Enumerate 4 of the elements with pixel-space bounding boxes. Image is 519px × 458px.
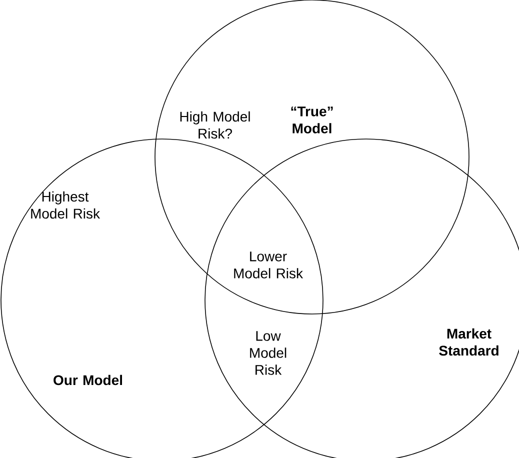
region-label: Lower Model Risk [234,252,304,278]
region-label: High Model Risk? [180,111,250,139]
region-label: Highest Model Risk [31,191,100,219]
region-label: Low Model Risk [250,331,286,375]
